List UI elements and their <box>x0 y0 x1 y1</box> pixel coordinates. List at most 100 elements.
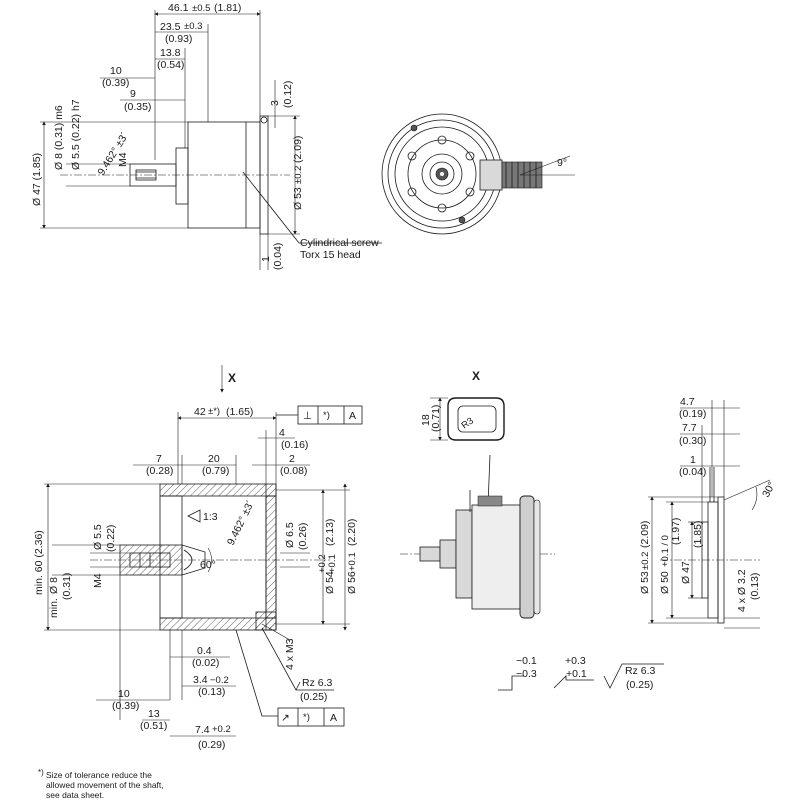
dim-13-8: 13.8 <box>160 47 181 59</box>
dim-6-5: Ø 6.5 <box>284 522 296 548</box>
dim-7-4-tol: +0.2 <box>212 724 231 735</box>
dim-50: Ø 50 <box>659 571 671 594</box>
dim-shaft-8: Ø 8 (0.31) m6 <box>53 105 65 170</box>
dim-0-4-in: (0.02) <box>192 657 219 669</box>
flange-side-view: 4.7 (0.19) 7.7 (0.30) 1 (0.04) 30° Ø 53 … <box>639 396 778 629</box>
detail-x-inner <box>457 405 497 433</box>
dim-50-tol: +0.1 / 0 <box>660 535 671 567</box>
dim-13-8-in: (0.54) <box>157 59 184 71</box>
connector <box>479 159 503 191</box>
dim-46-1-tol: ±0.5 <box>192 3 210 14</box>
dim-8-in: (0.31) <box>61 573 73 600</box>
runout-icon: ↗ <box>281 712 290 724</box>
detail-x-title: X <box>472 369 480 383</box>
dim-min-60: min. 60 (2.36) <box>33 530 45 595</box>
dim-4x3-2: 4 x Ø 3.2 <box>736 569 748 612</box>
legend-rz: Rz 6.3 <box>625 665 656 677</box>
dim-4-7-in: (0.19) <box>679 408 706 420</box>
fc2-tolerance: *) <box>303 712 310 723</box>
fc1-datum: A <box>349 410 356 422</box>
plate-top <box>159 483 277 497</box>
dim-3-4-tol: −0.2 <box>210 675 229 686</box>
dim-42-in: (1.65) <box>226 406 253 418</box>
dim-53b-in: (2.09) <box>639 521 651 548</box>
dim-7-in: (0.28) <box>146 465 173 477</box>
footnote-line2: allowed movement of the shaft, <box>46 780 164 790</box>
dim-3-4-in: (0.13) <box>198 686 225 698</box>
dim-7-4: 7.4 <box>195 724 210 736</box>
dim-23-5-tol: ±0.3 <box>184 21 202 32</box>
dim-13: 13 <box>148 708 160 720</box>
dim-46-1-in: (1.81) <box>214 2 241 14</box>
dim-7-7-in: (0.30) <box>679 435 706 447</box>
dim-53b: Ø 53 <box>639 571 651 594</box>
feature-control-frame-2: ↗ *) A <box>235 629 345 727</box>
dim-46-1: 46.1 <box>168 2 189 14</box>
feature-control-frame-1: ⊥ *) A <box>276 405 363 425</box>
dim-7: 7 <box>156 453 162 465</box>
angle-30: 30° <box>760 480 778 500</box>
dim-20: 20 <box>208 453 220 465</box>
dim-flange-53: Ø 53 <box>292 187 304 210</box>
dim-3-4: 3.4 <box>193 674 208 686</box>
fc2-datum: A <box>330 712 337 724</box>
dim-56-tol: +0.1 <box>347 552 358 571</box>
dim-7-4-in: (0.29) <box>198 739 225 751</box>
dim-taper: 1:3 <box>203 511 218 523</box>
legend-tol1-a: −0.1 <box>516 655 537 667</box>
front-view: 9° <box>381 113 575 235</box>
dim-flange-53-in: (2.09) <box>292 136 304 163</box>
motor-flange <box>519 495 535 619</box>
dim-shaft-5-5: Ø 5.5 (0.22) h7 <box>70 99 82 170</box>
flange-wall <box>265 495 277 619</box>
detail-x: X R3 18 (0.71) <box>420 369 505 441</box>
legend-tol1-b: −0.3 <box>516 668 537 680</box>
hub-ring <box>421 153 463 195</box>
inner-ring <box>407 139 477 209</box>
dim-4-in: (0.16) <box>281 439 308 451</box>
dim-10-in: (0.39) <box>102 77 129 89</box>
front-hub <box>175 147 189 205</box>
motor-body <box>471 504 521 610</box>
dim-13-in: (0.51) <box>140 720 167 732</box>
angle-9: 9° <box>557 157 567 169</box>
dim-flange-53-tol: ±0.2 <box>293 166 304 184</box>
dim-2-in: (0.08) <box>280 465 307 477</box>
dim-1: 1 <box>260 256 272 262</box>
dim-54-tol-up: +0.2 <box>317 554 328 573</box>
legend-tol2-b: +0.1 <box>566 668 587 680</box>
shaft-dot <box>440 172 444 176</box>
dim-4: 4 <box>279 427 285 439</box>
dim-47b: Ø 47 <box>680 561 692 584</box>
motor-side-view <box>400 454 555 619</box>
view-x-label: X <box>228 371 236 385</box>
footnote: *) Size of tolerance reduce the allowed … <box>38 768 164 800</box>
section-view: X 42 ±*) (1.65) ⊥ *) A <box>33 365 363 751</box>
dim-thread: M4 <box>117 152 129 167</box>
detail-x-outline <box>447 397 505 441</box>
dim-47b-in: (1.85) <box>692 521 704 548</box>
dim-5-5: Ø 5.5 <box>92 524 104 550</box>
dim-4x3-2-in: (0.13) <box>749 573 761 600</box>
dim-23-5-in: (0.93) <box>165 33 192 45</box>
detail-x-r3: R3 <box>460 415 476 431</box>
screw-label-1: Cylindrical screw <box>300 237 379 249</box>
dim-54-tol-lo: +0.1 <box>327 554 338 573</box>
dim-3-in: (0.12) <box>282 81 294 108</box>
dim-8: Ø 8 <box>48 577 60 594</box>
dim-56-in: (2.20) <box>346 519 358 546</box>
screw-hole <box>255 611 277 631</box>
dim-5-5-in: (0.22) <box>105 525 117 552</box>
fc1-tolerance: *) <box>323 410 330 421</box>
dim-thread-m4: M4 <box>92 573 104 588</box>
footnote-line3: see data sheet. <box>46 790 104 800</box>
dim-4-7: 4.7 <box>680 396 695 408</box>
top-side-view: Cylindrical screw Torx 15 head 46.1 ±0.5… <box>31 2 382 270</box>
dim-6-5-in: (0.26) <box>297 523 309 550</box>
dim-angle-60: 60° <box>200 559 216 571</box>
dim-10b: 10 <box>118 688 130 700</box>
footnote-marker: *) <box>38 768 44 777</box>
motor-shaft <box>419 546 441 562</box>
rz-value: Rz 6.3 <box>302 677 333 689</box>
